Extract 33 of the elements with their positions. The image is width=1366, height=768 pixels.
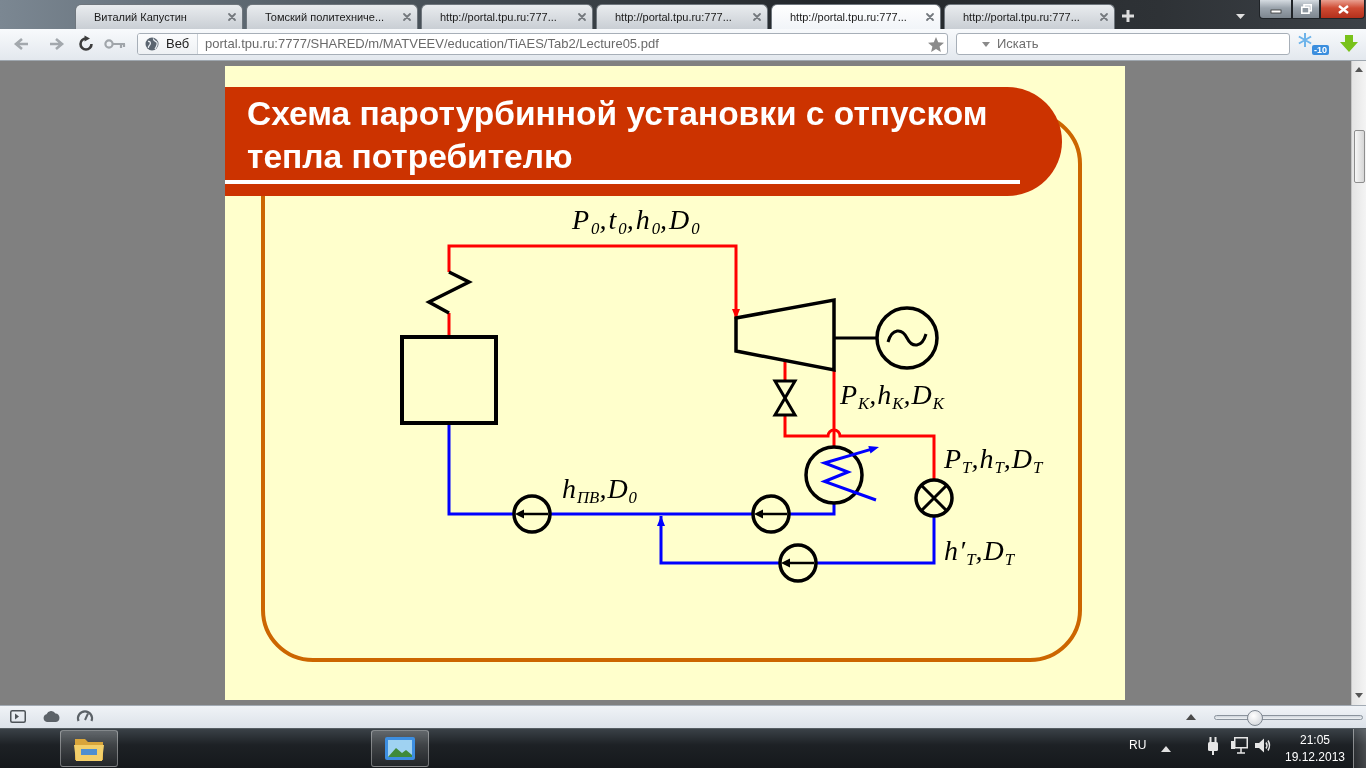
connector-line [447,313,451,335]
pump-symbol [778,543,818,583]
generator-symbol [875,306,939,370]
url-text: portal.tpu.ru:7777/SHARED/m/MATVEEV/education/TiAES/Tab2/Lecture05.pdf [205,35,659,53]
search-field: Искать [956,33,1290,55]
connector-line [816,516,936,565]
pump-symbol [512,494,552,534]
browser-tab: http://portal.tpu.ru:777... [944,4,1115,29]
boiler-box [400,335,498,425]
clock-date: 19.12.2013 [1284,750,1346,765]
slide-title: Схема паротурбинной установки с отпуском тепла потребителю [247,94,989,177]
superheater-coil [424,270,474,315]
site-info-button: Веб [138,34,198,54]
browser-tab: http://portal.tpu.ru:777... [421,4,593,29]
browser-tab: Томский политехниче... [246,4,418,29]
connector-line [447,425,514,516]
connector-line [789,503,836,516]
connector-line [783,361,787,380]
heat-consumer-symbol [914,478,954,518]
connector-line [832,370,836,447]
browser-tab: Виталий Капустин [75,4,243,29]
arrow [447,244,740,319]
connector-line [834,336,877,340]
pump-symbol [751,494,791,534]
connector-line [550,512,753,516]
browser-tab: http://portal.tpu.ru:777... [596,4,768,29]
temperature-badge: -10 [1312,45,1329,55]
browser-tab: http://portal.tpu.ru:777... [771,4,941,29]
arrow [657,516,780,565]
language-indicator: RU [1129,738,1147,753]
turbine-symbol [734,298,836,372]
clock-time: 21:05 [1299,733,1331,748]
valve-symbol [773,379,797,417]
